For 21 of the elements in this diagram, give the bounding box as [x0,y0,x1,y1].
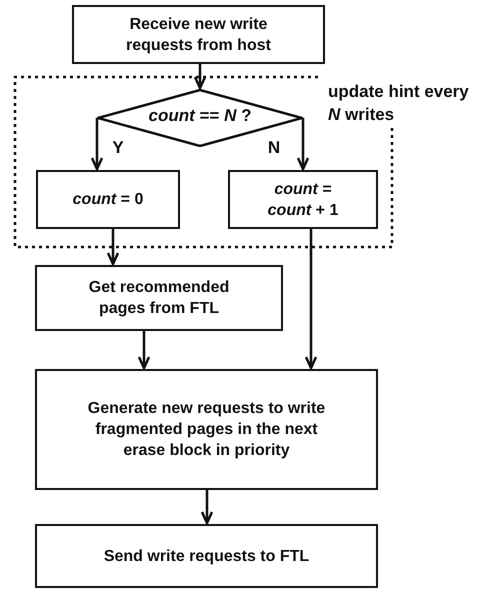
process-box [35,369,378,490]
group-heading: update hint every N writes [328,82,469,124]
arrow [296,118,310,170]
arrow [200,490,214,524]
step-text: Receive new write requests from host [125,14,272,56]
step-text: count = 0 [72,190,144,210]
arrow [194,64,206,90]
step-text: count = count + 1 [266,180,340,220]
arrow [106,229,120,266]
process-box [36,170,180,229]
process-box [72,5,325,64]
process-box [35,524,378,588]
condition-text: count == N ? [148,105,252,127]
step-text: Generate new requests to write fragmented pages in the next erase block in priority [86,399,326,461]
process-box [228,170,378,229]
arrow [138,331,150,370]
arrow [304,229,318,370]
step-text: Get recommended pages from FTL [88,278,230,319]
step-text: Send write requests to FTL [104,546,310,566]
arrow [90,118,104,170]
process-box [35,265,283,331]
